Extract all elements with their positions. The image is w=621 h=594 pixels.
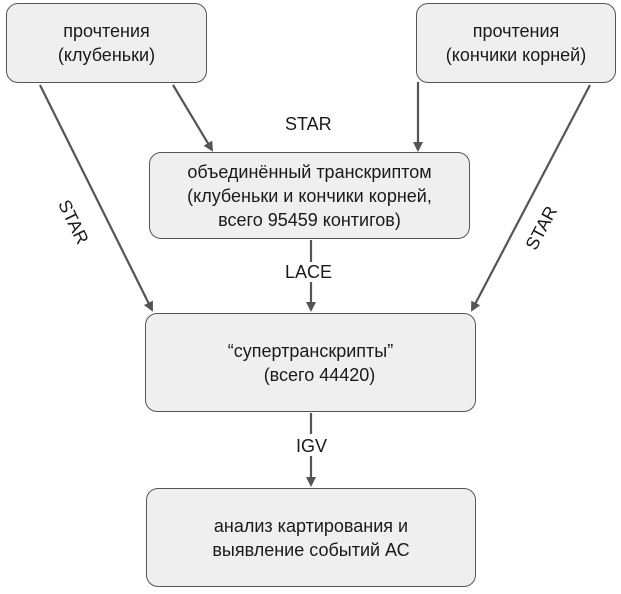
arrow-tubers-to-combined <box>172 84 214 152</box>
node-supertranscripts-line2: (всего 44420) <box>263 364 376 385</box>
edge-label-lace: LACE <box>285 262 333 282</box>
node-combined-transcriptome: объединённый транскриптом (клубеньки и к… <box>149 152 470 239</box>
arrow-tubers-to-supertranscripts <box>39 84 153 312</box>
node-reads-tubers-line2: (клубеньки) <box>57 45 156 65</box>
node-analysis-line1: анализ картирования и <box>213 515 409 536</box>
node-combined-transcriptome-line1: объединённый транскриптом <box>187 161 432 182</box>
node-combined-transcriptome-line3: всего 95459 контигов) <box>218 209 401 230</box>
node-combined-transcriptome-line2: (клубеньки и кончики корней, <box>187 185 432 206</box>
node-supertranscripts: “супертранскрипты” (всего 44420) <box>145 313 476 412</box>
node-analysis-line2: выявление событий АС <box>212 539 410 560</box>
node-reads-root-tips-line1: прочтения <box>472 21 560 41</box>
node-supertranscripts-line1: “супертранскрипты” <box>227 340 394 361</box>
node-reads-root-tips: прочтения (кончики корней) <box>416 3 616 83</box>
arrow-roots-to-supertranscripts <box>471 84 591 312</box>
edge-label-star-top: STAR <box>285 114 332 134</box>
node-analysis: анализ картирования и выявление событий … <box>146 488 476 587</box>
node-reads-root-tips-line2: (кончики корней) <box>445 45 587 65</box>
node-reads-tubers: прочтения (клубеньки) <box>6 3 207 83</box>
node-reads-tubers-line1: прочтения <box>63 21 150 41</box>
edge-label-igv: IGV <box>296 436 328 456</box>
